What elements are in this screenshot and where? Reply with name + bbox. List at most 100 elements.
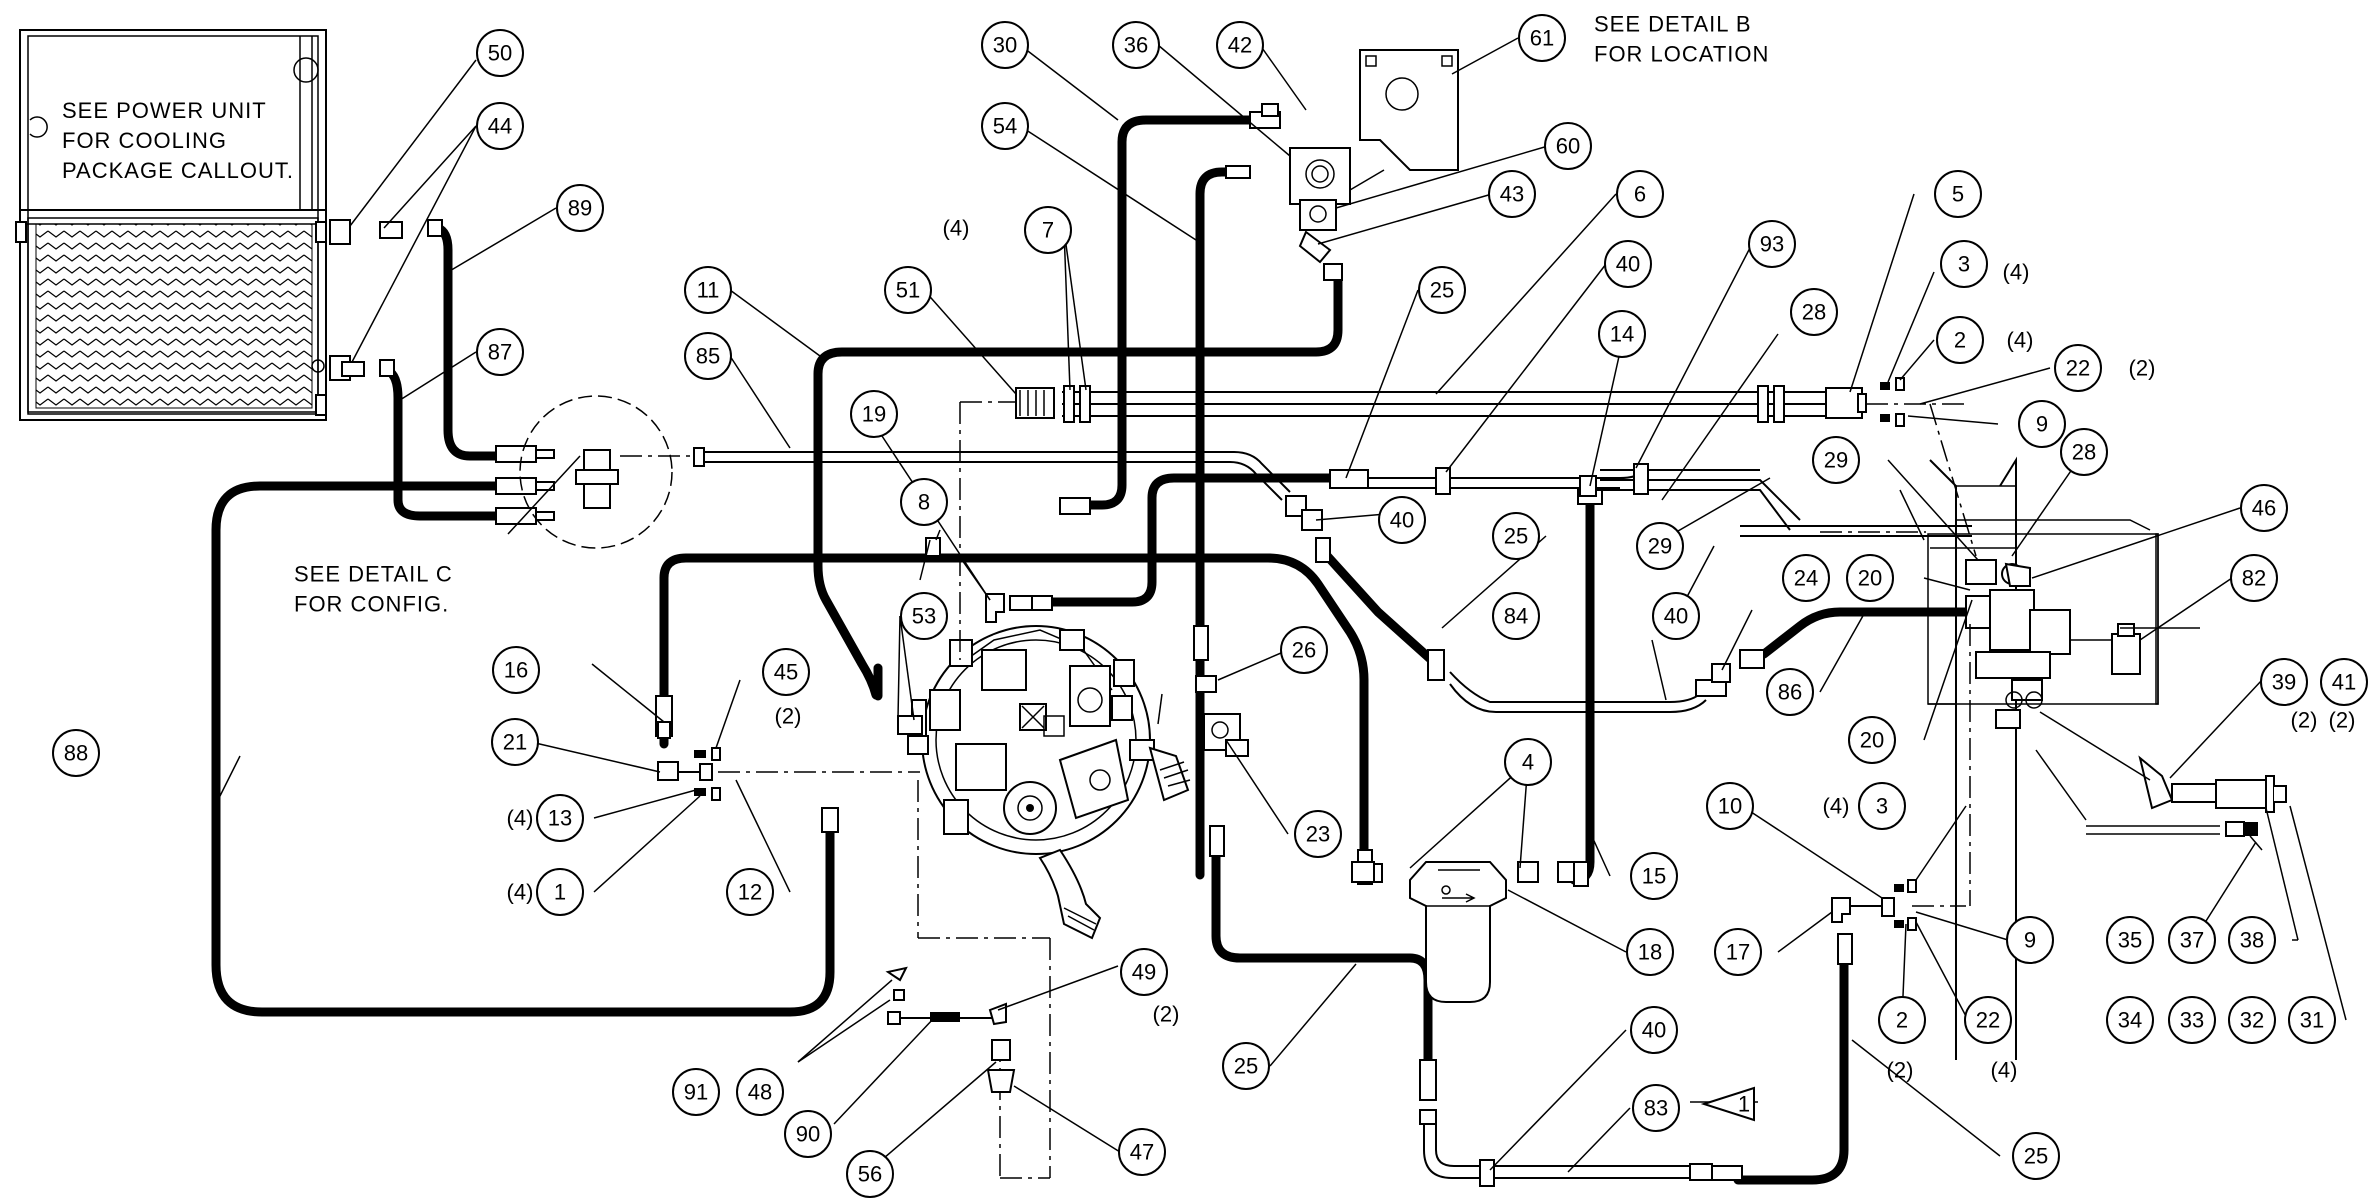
balloon-number: 35 xyxy=(2118,928,2142,953)
balloon-number: 45 xyxy=(774,660,798,685)
balloon-number: 28 xyxy=(1802,300,1826,325)
balloon-number: 24 xyxy=(1794,566,1818,591)
balloon-87: 87 xyxy=(476,328,524,376)
balloon-86: 86 xyxy=(1766,668,1814,716)
quantity-label: (2) xyxy=(2329,708,2356,733)
balloon-circle xyxy=(1216,21,1264,69)
balloon-17: 17 xyxy=(1714,928,1762,976)
balloon-45: 45 xyxy=(762,648,810,696)
balloon-12: 12 xyxy=(726,868,774,916)
balloon-number: 53 xyxy=(912,604,936,629)
leader-lines xyxy=(217,37,2347,1173)
balloon-number: 60 xyxy=(1556,134,1580,159)
balloon-circle xyxy=(981,21,1029,69)
balloon-number: 31 xyxy=(2300,1008,2324,1033)
balloon-29: 29 xyxy=(1636,522,1684,570)
balloon-circle xyxy=(1492,512,1540,560)
balloon-circle xyxy=(1222,1042,1270,1090)
balloon-25: 25 xyxy=(1492,512,1540,560)
quantity-label: (2) xyxy=(775,704,802,729)
balloon-number: 19 xyxy=(862,402,886,427)
balloon-circle xyxy=(1488,170,1536,218)
balloon-18: 18 xyxy=(1626,928,1674,976)
balloon-number: 22 xyxy=(1976,1008,2000,1033)
balloon-circle xyxy=(684,266,732,314)
balloon-circle xyxy=(1934,170,1982,218)
balloon-8: 8 xyxy=(900,478,948,526)
revision-flag-label: 1 xyxy=(1738,1092,1750,1117)
balloon-number: 30 xyxy=(993,33,1017,58)
balloon-9: 9 xyxy=(2006,916,2054,964)
balloon-11: 11 xyxy=(684,266,732,314)
balloon-number: 16 xyxy=(504,658,528,683)
balloon-42: 42 xyxy=(1216,21,1264,69)
balloon-number: 29 xyxy=(1824,448,1848,473)
balloon-circle xyxy=(2260,658,2308,706)
balloon-number: 12 xyxy=(738,880,762,905)
balloon-4: 4 xyxy=(1504,738,1552,786)
balloon-61: 61 xyxy=(1518,14,1566,62)
balloon-number: 44 xyxy=(488,114,512,139)
balloon-number: 51 xyxy=(896,278,920,303)
balloon-number: 33 xyxy=(2180,1008,2204,1033)
balloon-82: 82 xyxy=(2230,554,2278,602)
balloon-88: 88 xyxy=(52,729,100,777)
note-detail-c-2: FOR CONFIG. xyxy=(294,592,449,617)
balloon-number: 9 xyxy=(2036,412,2048,437)
balloon-26: 26 xyxy=(1280,626,1328,674)
balloon-28: 28 xyxy=(2060,428,2108,476)
balloon-number: 1 xyxy=(554,880,566,905)
balloon-circle xyxy=(2012,1132,2060,1180)
balloon-number: 93 xyxy=(1760,232,1784,257)
balloon-number: 85 xyxy=(696,344,720,369)
balloon-number: 38 xyxy=(2240,928,2264,953)
balloon-circle xyxy=(2288,996,2336,1044)
balloon-number: 91 xyxy=(684,1080,708,1105)
balloon-circle xyxy=(672,1068,720,1116)
balloon-35: 35 xyxy=(2106,916,2154,964)
balloon-20: 20 xyxy=(1846,554,1894,602)
balloon-circle xyxy=(684,332,732,380)
balloon-25: 25 xyxy=(1418,266,1466,314)
balloon-number: 18 xyxy=(1638,940,1662,965)
balloon-circle xyxy=(2060,428,2108,476)
balloon-circle xyxy=(1598,310,1646,358)
balloon-circle xyxy=(1418,266,1466,314)
balloon-3: 3 xyxy=(1940,240,1988,288)
balloon-circle xyxy=(846,1150,894,1198)
balloon-circle xyxy=(884,266,932,314)
notes: SEE POWER UNIT FOR COOLING PACKAGE CALLO… xyxy=(62,12,1768,617)
balloon-circle xyxy=(1118,1128,1166,1176)
balloon-circle xyxy=(784,1110,832,1158)
quantity-label: (2) xyxy=(2291,708,2318,733)
balloon-38: 38 xyxy=(2228,916,2276,964)
balloon-number: 34 xyxy=(2118,1008,2142,1033)
balloon-number: 40 xyxy=(1664,604,1688,629)
balloon-circle xyxy=(1378,496,1426,544)
balloon-93: 93 xyxy=(1748,220,1796,268)
tubes xyxy=(700,391,1972,1179)
balloon-circle xyxy=(1518,14,1566,62)
balloon-circle xyxy=(1544,122,1592,170)
balloon-83: 83 xyxy=(1632,1084,1680,1132)
balloon-22: 22 xyxy=(2054,344,2102,392)
balloon-50: 50 xyxy=(476,29,524,77)
balloon-number: 25 xyxy=(1234,1054,1258,1079)
balloon-circle xyxy=(1504,738,1552,786)
balloon-number: 43 xyxy=(1500,182,1524,207)
balloon-9: 9 xyxy=(2018,400,2066,448)
balloon-circle xyxy=(1812,436,1860,484)
balloon-circle xyxy=(736,1068,784,1116)
balloon-number: 15 xyxy=(1642,864,1666,889)
balloon-56: 56 xyxy=(846,1150,894,1198)
balloon-circle xyxy=(1630,1006,1678,1054)
balloon-number: 6 xyxy=(1634,182,1646,207)
balloon-number: 21 xyxy=(503,730,527,755)
balloon-number: 32 xyxy=(2240,1008,2264,1033)
balloon-23: 23 xyxy=(1294,810,1342,858)
balloon-25: 25 xyxy=(2012,1132,2060,1180)
balloon-number: 5 xyxy=(1952,182,1964,207)
balloon-number: 82 xyxy=(2242,566,2266,591)
balloon-32: 32 xyxy=(2228,996,2276,1044)
